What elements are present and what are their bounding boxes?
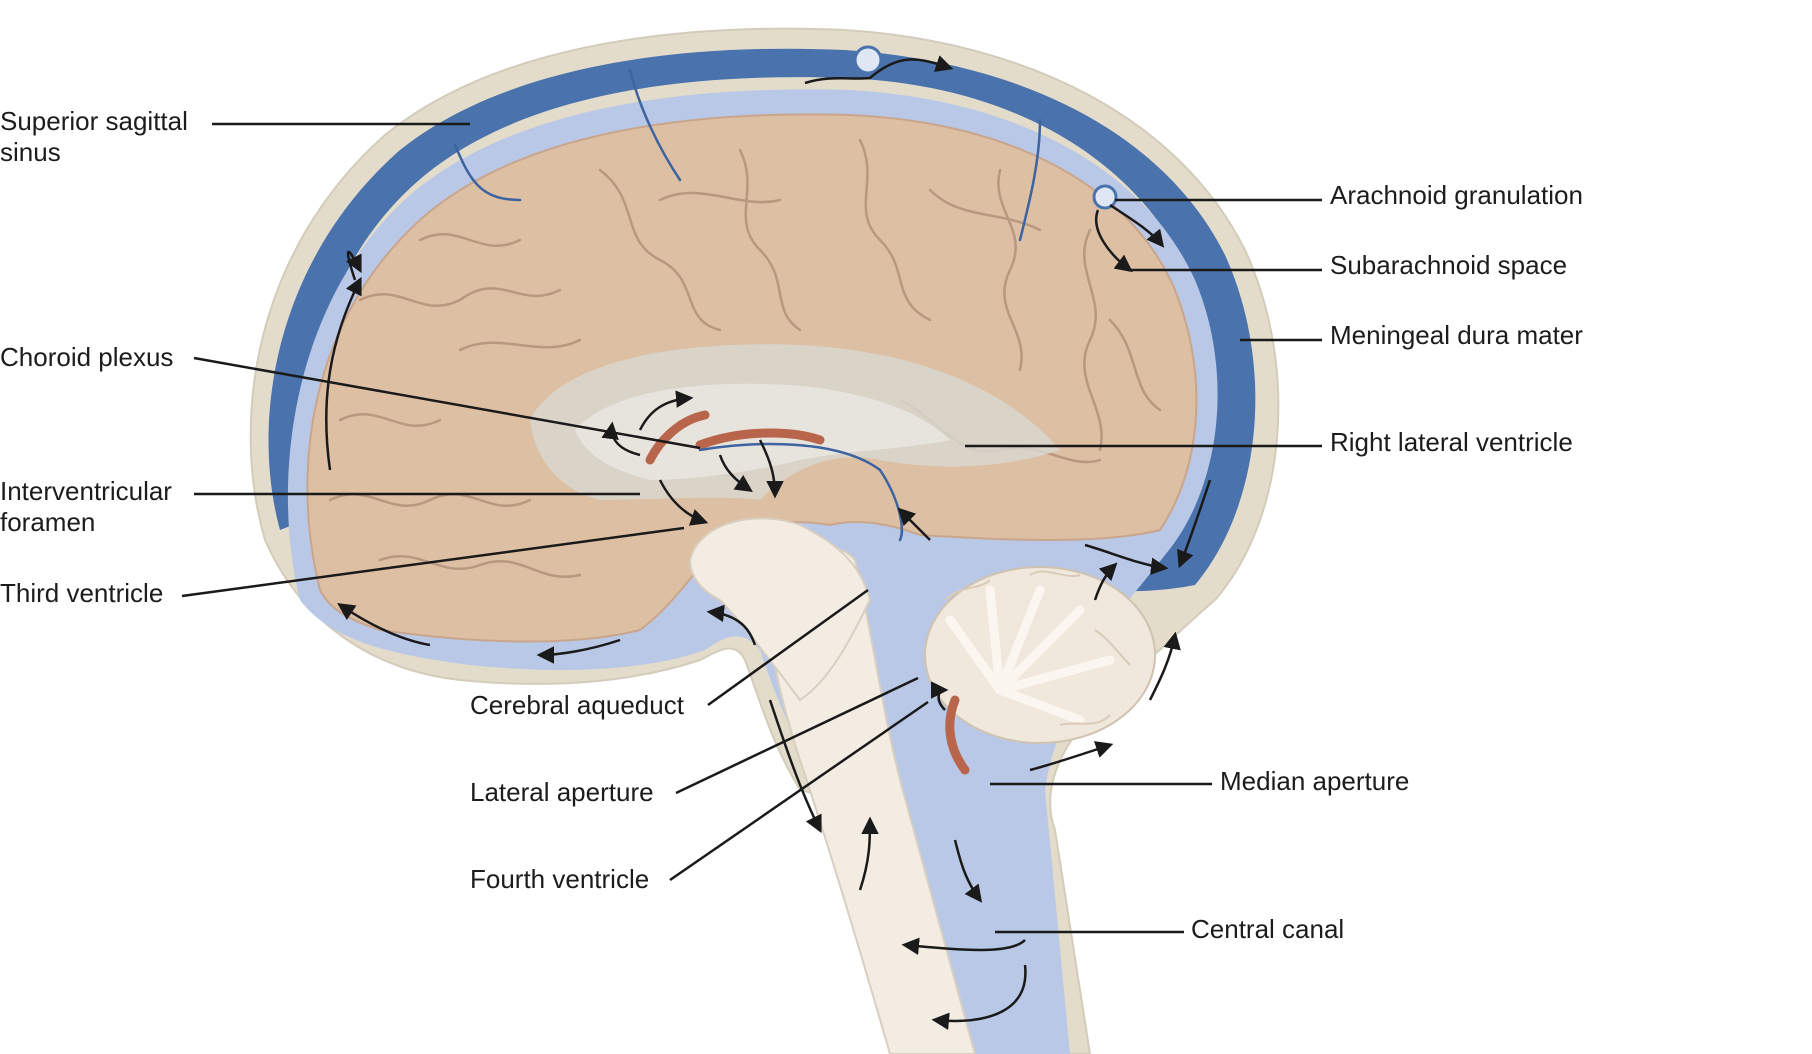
brainstem — [688, 517, 872, 702]
cerebellum-folia — [944, 570, 1131, 726]
leader-fourth-ventricle — [669, 700, 929, 882]
label-cerebral-aqueduct: Cerebral aqueduct — [470, 690, 684, 720]
label-fourth-ventricle: Fourth ventricle — [470, 864, 650, 894]
label-central-canal: Central canal — [1191, 914, 1345, 944]
leader-lateral-aperture — [675, 676, 919, 795]
leader-lines — [181, 122, 1322, 934]
label-subarachnoid-space: Subarachnoid space — [1330, 250, 1568, 280]
label-superior-sagittal-sinus: Superior sagittal sinus — [0, 106, 188, 167]
leader-cerebral-aqueduct — [707, 588, 869, 707]
arachnoid-granulation-top — [853, 45, 883, 75]
arachnoid-granulation-right — [1092, 184, 1118, 210]
leader-choroid-plexus — [193, 356, 701, 450]
label-interventricular-foramen: Interventricular foramen — [0, 476, 172, 537]
label-right-lateral-ventricle: Right lateral ventricle — [1330, 427, 1573, 457]
label-third-ventricle: Third ventricle — [0, 578, 164, 608]
gyri-folds — [328, 138, 1162, 578]
label-meningeal-dura-mater: Meningeal dura mater — [1330, 320, 1583, 350]
csf-flow-arrows — [325, 55, 1212, 1030]
label-lateral-aperture: Lateral aperture — [470, 777, 654, 807]
label-arachnoid-granulation: Arachnoid granulation — [1330, 180, 1583, 210]
leader-third-ventricle — [181, 526, 685, 598]
cortical-veins — [453, 68, 1042, 542]
cerebellum-arbor-vitae — [945, 585, 1115, 725]
choroid-plexus-shape — [645, 410, 970, 775]
label-choroid-plexus: Choroid plexus — [0, 342, 174, 372]
label-median-aperture: Median aperture — [1220, 766, 1410, 796]
